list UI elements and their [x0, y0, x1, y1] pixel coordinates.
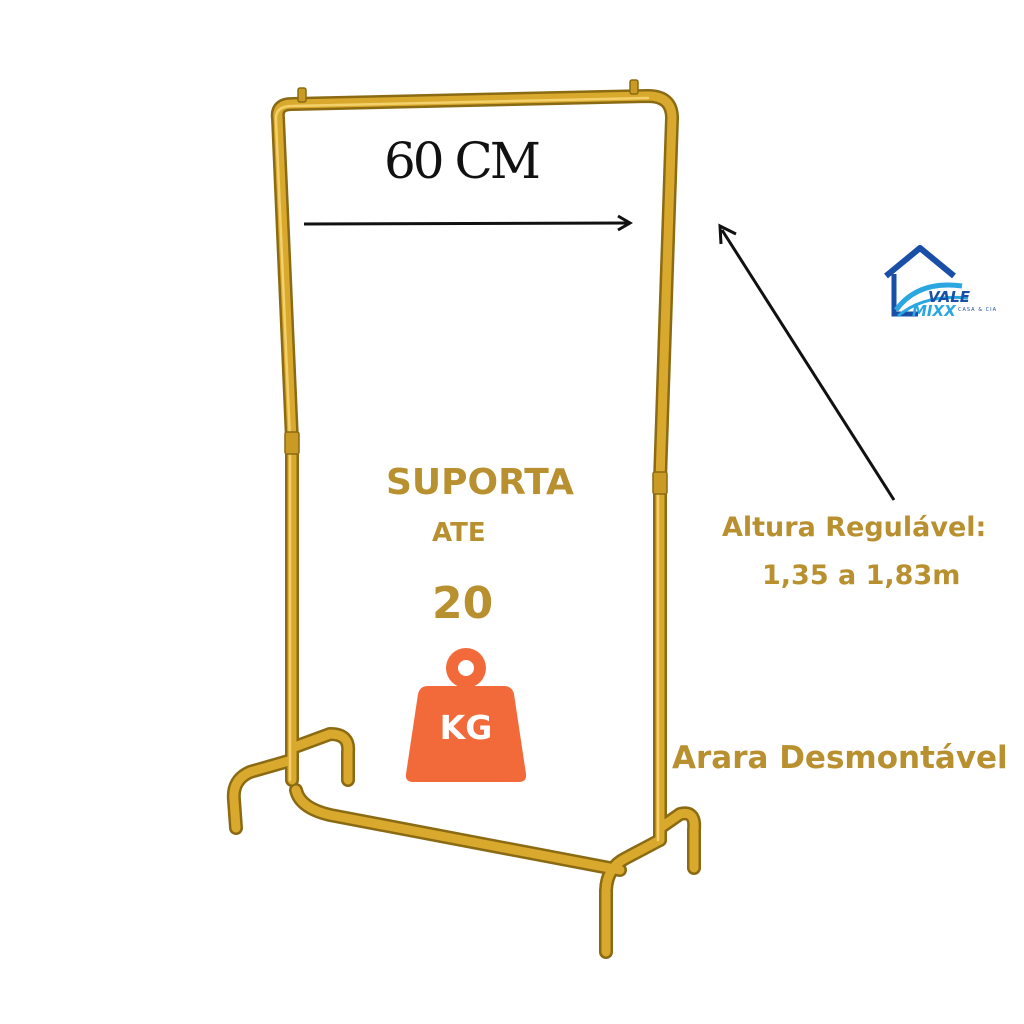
logo-text-vale: VALE: [928, 288, 971, 306]
weight-icon: [405, 648, 527, 782]
height-label: Altura Regulável:: [722, 512, 987, 543]
support-label: SUPORTA: [386, 462, 574, 503]
width-dimension-label: 60 CM: [384, 132, 541, 190]
logo-text-mixx: MIXX: [912, 302, 956, 320]
height-range: 1,35 a 1,83m: [762, 560, 961, 591]
weight-unit-label: KG: [439, 708, 493, 747]
support-ate-label: ATE: [432, 518, 486, 548]
rack-name-label: Arara Desmontável: [672, 740, 1008, 776]
house-logo-icon: [884, 245, 969, 318]
rack-frame: [226, 89, 702, 959]
arrow-diagonal-icon: [718, 223, 896, 501]
logo-text-sub: CASA & CIA: [958, 307, 998, 313]
arrow-right-icon: [303, 214, 633, 232]
support-value: 20: [432, 578, 494, 629]
rack-joints: [284, 79, 668, 495]
